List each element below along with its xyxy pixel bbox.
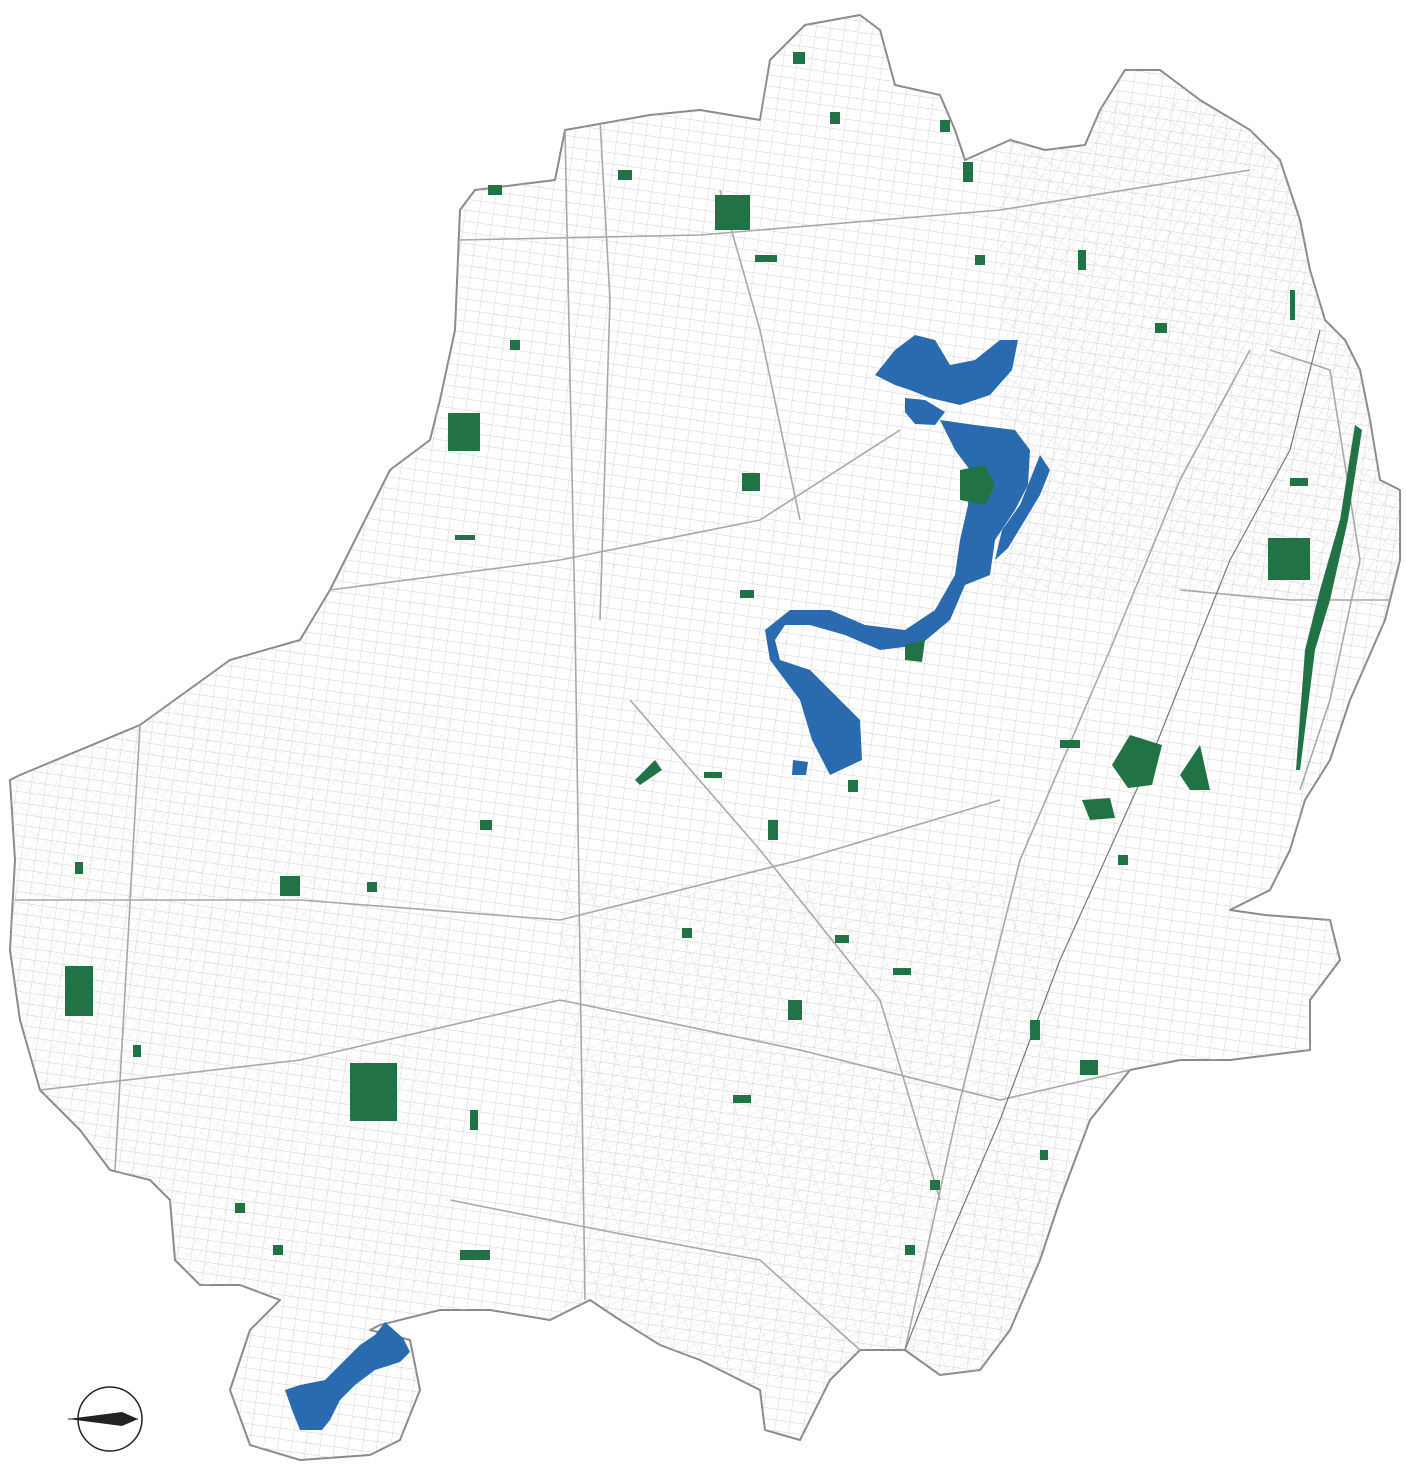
park	[835, 935, 849, 943]
park	[1268, 538, 1310, 580]
park	[1040, 1150, 1048, 1160]
small-pond	[792, 760, 808, 775]
park	[848, 780, 858, 792]
pond-cluster	[905, 398, 945, 425]
pond-north	[875, 335, 1018, 405]
park	[1180, 745, 1210, 790]
park	[975, 255, 985, 265]
park	[905, 640, 925, 662]
park	[1290, 290, 1295, 320]
park	[1155, 323, 1167, 333]
park	[733, 1095, 751, 1103]
water-features	[285, 335, 1050, 1430]
park	[1082, 798, 1115, 820]
park	[235, 1203, 245, 1213]
park	[470, 1110, 478, 1130]
park	[682, 928, 692, 938]
park	[75, 862, 83, 874]
park	[1118, 855, 1128, 865]
park	[1078, 250, 1086, 270]
park	[768, 820, 778, 840]
park	[830, 112, 840, 124]
compass	[68, 1386, 143, 1452]
park	[788, 1000, 802, 1020]
river-upper	[765, 420, 1030, 775]
park	[635, 760, 662, 785]
park	[1060, 740, 1080, 748]
park	[1030, 1020, 1040, 1040]
park	[455, 535, 475, 540]
park	[350, 1063, 397, 1121]
park	[480, 820, 492, 830]
park	[618, 170, 632, 180]
park	[715, 195, 750, 230]
park	[280, 876, 300, 896]
park	[742, 473, 760, 491]
park	[793, 52, 805, 64]
park	[960, 465, 995, 505]
park	[740, 590, 754, 598]
park	[905, 1245, 915, 1255]
park	[755, 255, 777, 262]
park	[1112, 735, 1162, 788]
park	[1296, 425, 1362, 770]
park	[510, 340, 520, 350]
park	[1080, 1060, 1098, 1075]
park	[963, 162, 973, 182]
park	[893, 968, 911, 975]
park	[460, 1250, 490, 1260]
park	[65, 966, 93, 1016]
park	[133, 1045, 141, 1057]
park	[940, 120, 950, 132]
park	[367, 882, 377, 892]
park	[448, 413, 480, 451]
pond-south	[285, 1322, 410, 1430]
park	[704, 772, 722, 778]
park	[488, 185, 502, 195]
park	[273, 1245, 283, 1255]
green-spaces	[65, 52, 1362, 1260]
river-bend	[995, 455, 1050, 560]
park	[1290, 478, 1308, 486]
river-lower	[805, 695, 852, 765]
park	[930, 1180, 940, 1190]
